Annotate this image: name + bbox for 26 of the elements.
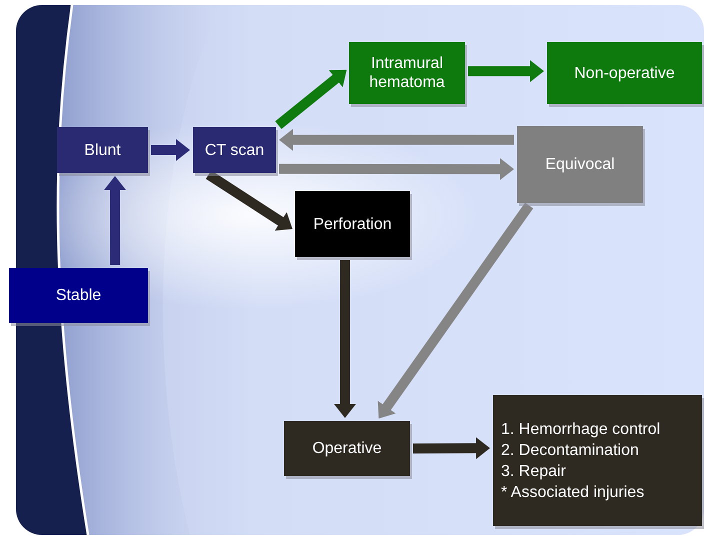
step-label: Perforation <box>313 214 392 234</box>
arrow <box>151 139 190 161</box>
step-label: Intramural hematoma <box>368 54 446 92</box>
step-box <box>349 42 465 104</box>
step-label: Equivocal <box>545 155 615 174</box>
list-item: 2. Decontamination <box>501 440 639 460</box>
step-box <box>493 395 702 526</box>
step-label: CT scan <box>204 140 264 160</box>
step-box <box>284 421 410 476</box>
step-box <box>547 42 702 104</box>
step-box <box>517 126 643 203</box>
step-box <box>295 191 410 257</box>
step-label: Blunt <box>84 140 121 160</box>
step-label: Stable <box>56 286 102 305</box>
arrow <box>104 176 126 265</box>
step-label: Non-operative <box>574 64 675 82</box>
arrow <box>468 60 544 82</box>
arrow <box>412 437 490 460</box>
step-label: Operative <box>312 439 382 458</box>
arrow <box>279 158 514 180</box>
arrow <box>334 260 356 418</box>
arrow <box>279 128 514 151</box>
list-item: * Associated injuries <box>501 482 644 502</box>
step-box <box>193 127 276 173</box>
list-item: 3. Repair <box>501 462 566 482</box>
list-item: 1. Hemorrhage control <box>501 420 660 440</box>
